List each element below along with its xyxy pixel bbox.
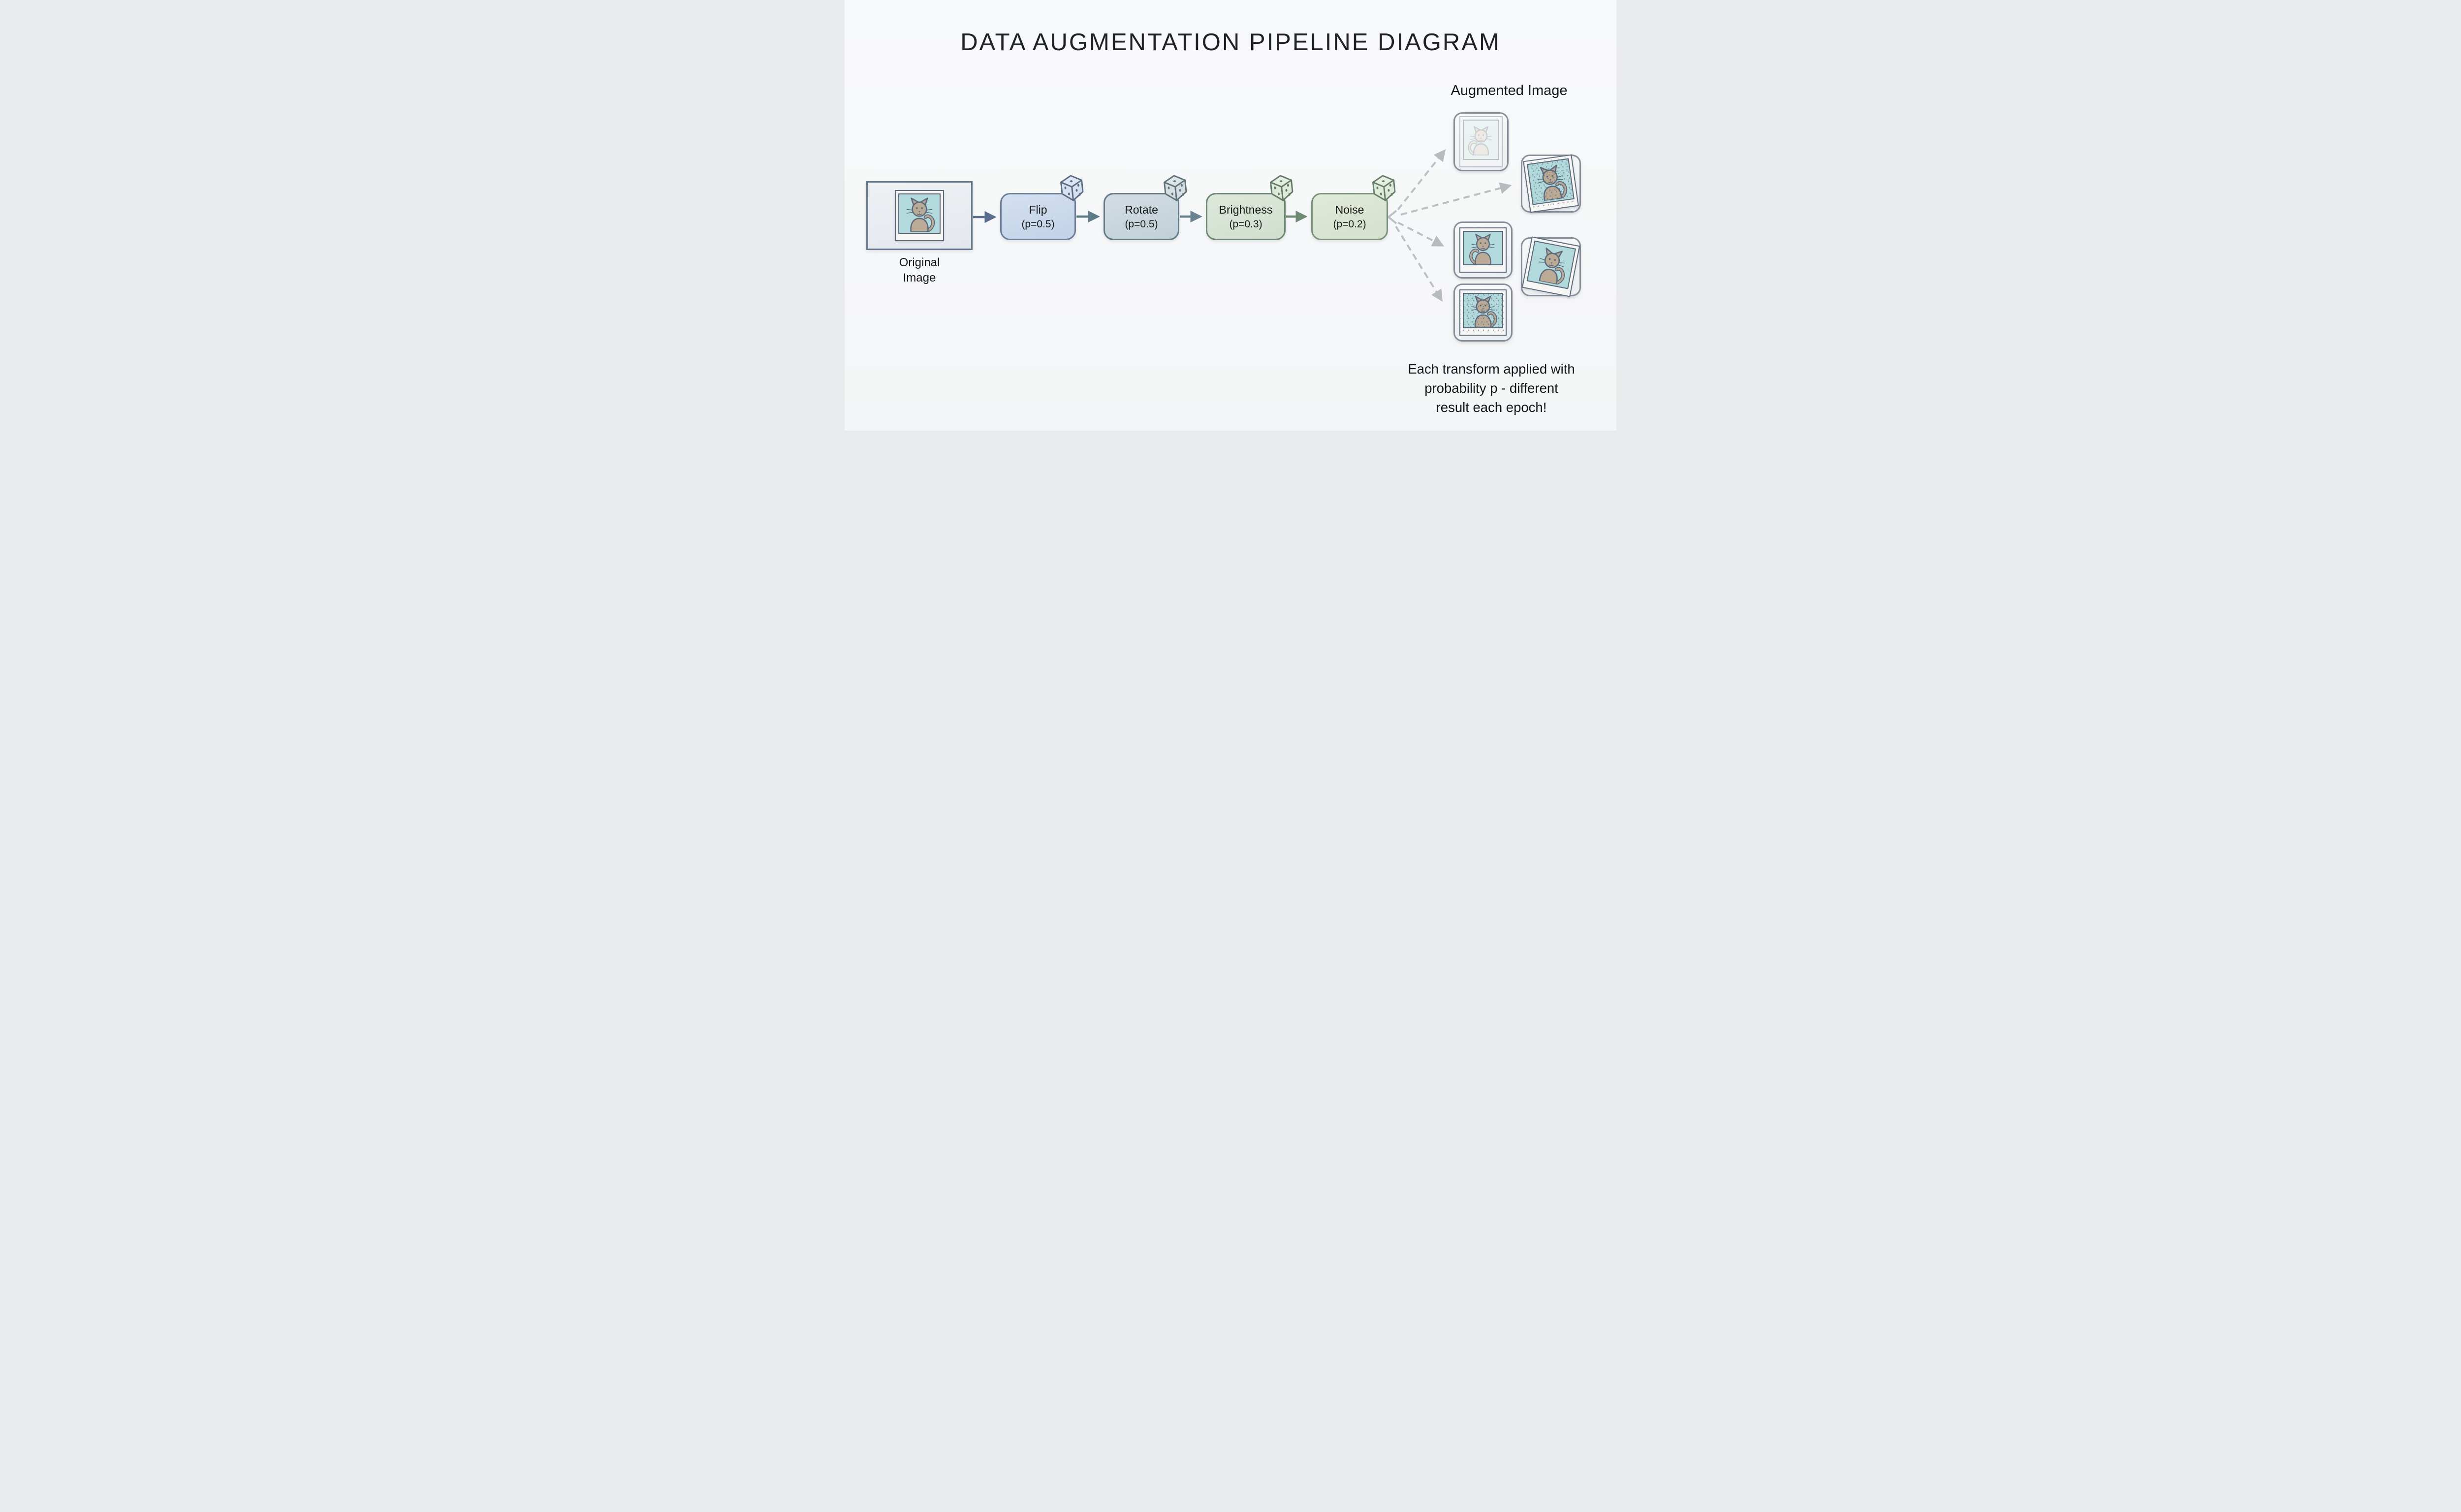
transform-probability: (p=0.5) — [1125, 218, 1158, 230]
dashed-arrow-to-rotated-noisy-thumb — [1400, 182, 1512, 216]
original-image-label: Original Image — [899, 256, 940, 284]
transform-box-noise: Noise (p=0.2) — [1311, 193, 1388, 240]
cat-photo-icon — [898, 193, 941, 234]
transform-name: Rotate — [1125, 203, 1158, 216]
transform-probability: (p=0.2) — [1333, 218, 1366, 230]
polaroid-frame — [1459, 116, 1503, 167]
dice-icon — [1161, 172, 1190, 203]
augmented-thumb-flipped — [1453, 221, 1513, 279]
dice-icon — [1370, 172, 1398, 203]
caption-text: Each transform applied with probability … — [1408, 361, 1575, 415]
cat-photo-icon — [1527, 158, 1575, 205]
polaroid-frame — [1459, 227, 1507, 273]
fanout-origin-chevron — [1387, 210, 1397, 224]
cat-photo-icon — [1526, 240, 1576, 289]
original-image-box — [866, 181, 973, 250]
diagram-canvas: DATA AUGMENTATION PIPELINE DIAGRAM — [845, 0, 1616, 431]
transform-probability: (p=0.5) — [1021, 218, 1055, 230]
transform-probability: (p=0.3) — [1229, 218, 1262, 230]
augmented-thumb-rotated-noisy — [1521, 154, 1581, 213]
dice-icon — [1058, 172, 1086, 203]
dashed-arrow-to-bright-thumb — [1397, 149, 1446, 211]
original-polaroid — [895, 190, 944, 241]
transform-box-flip: Flip (p=0.5) — [1000, 193, 1076, 240]
polaroid-frame — [1459, 289, 1507, 336]
augmented-thumb-rotated — [1521, 236, 1581, 297]
augmented-thumb-noisy — [1453, 284, 1513, 342]
polaroid-frame — [1521, 236, 1580, 297]
transform-box-brightness: Brightness (p=0.3) — [1206, 193, 1286, 240]
transform-box-rotate: Rotate (p=0.5) — [1104, 193, 1179, 240]
transform-name: Brightness — [1219, 203, 1273, 216]
dice-icon — [1267, 172, 1296, 203]
cat-photo-icon — [1463, 293, 1503, 328]
transform-name: Noise — [1335, 203, 1364, 216]
cat-photo-icon — [1463, 231, 1503, 265]
dashed-arrow-to-flipped-thumb — [1397, 221, 1445, 247]
polaroid-frame — [1523, 154, 1579, 213]
dashed-arrow-to-noisy-thumb — [1395, 225, 1443, 302]
augmented-image-heading: Augmented Image — [1451, 83, 1568, 98]
cat-photo-icon — [1463, 120, 1499, 160]
augmented-thumb-brightened — [1453, 112, 1509, 171]
page-title: DATA AUGMENTATION PIPELINE DIAGRAM — [960, 29, 1501, 56]
transform-name: Flip — [1029, 203, 1047, 216]
